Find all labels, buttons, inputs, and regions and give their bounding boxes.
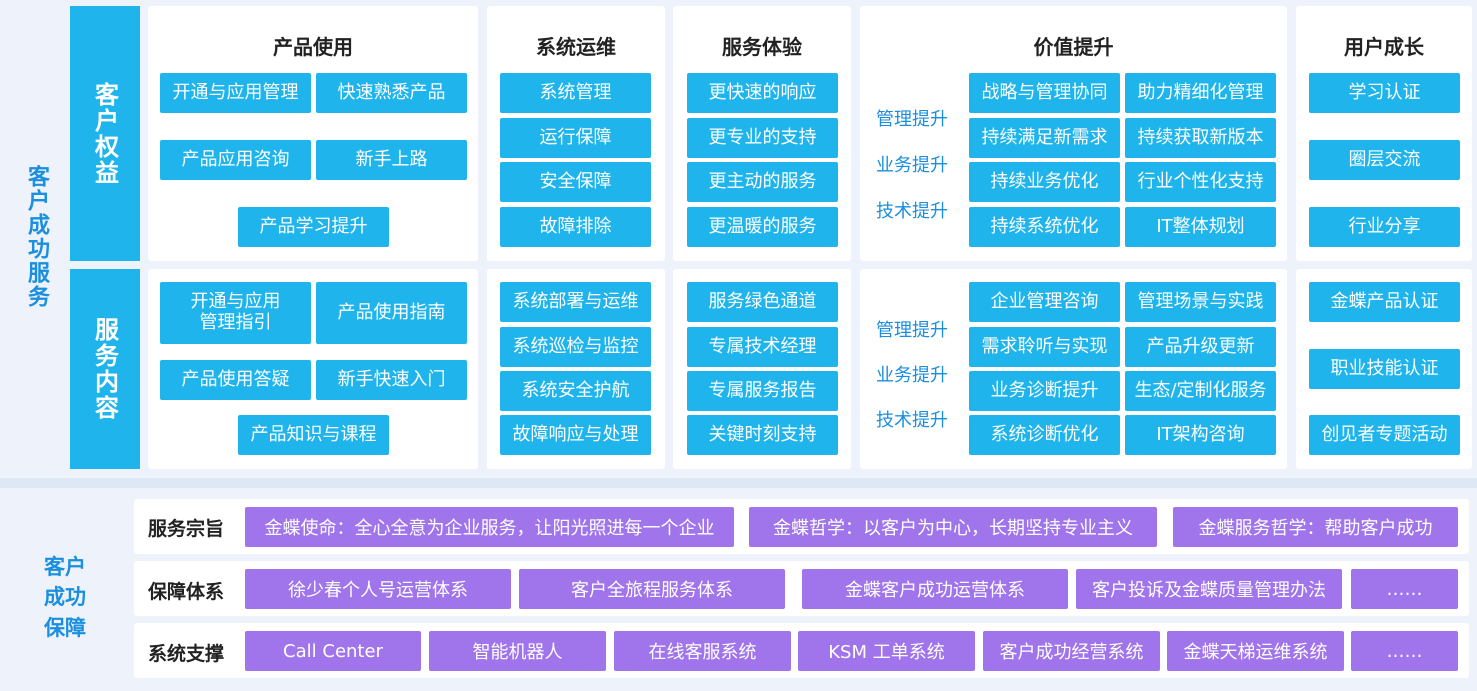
guarantee-item: 金蝶服务哲学：帮助客户成功 [1173,507,1458,547]
content-service-item: 关键时刻支持 [687,415,838,455]
content-value-item: 产品升级更新 [1125,327,1276,367]
guarantee-item: 金蝶哲学：以客户为中心，长期坚持专业主义 [749,507,1157,547]
rights-value-item: 持续业务优化 [969,162,1120,202]
rights-ops-item: 故障排除 [500,207,651,247]
rights-product-item: 产品学习提升 [238,207,389,247]
content-ops-item: 系统巡检与监控 [500,327,651,367]
rights-value-item: 行业个性化支持 [1125,162,1276,202]
guarantee-item: 客户全旅程服务体系 [519,569,785,609]
content-value-label: 业务提升 [876,365,948,386]
content-value-label: 管理提升 [876,320,948,341]
guarantee-item: 金蝶天梯运维系统 [1167,631,1344,671]
rights-value-item: 持续获取新版本 [1125,118,1276,158]
rights-value-item: 持续满足新需求 [969,118,1120,158]
guarantee-item: …… [1351,569,1458,609]
main-title: 客户成功服务 [24,165,49,309]
rights-growth-item: 圈层交流 [1309,140,1460,180]
col-title-ops: 系统运维 [536,35,616,59]
guarantee-item: KSM 工单系统 [798,631,975,671]
content-product-item: 产品知识与课程 [238,415,389,455]
rights-growth-item: 学习认证 [1309,73,1460,113]
guarantee-row-label: 保障体系 [148,581,225,603]
content-value-item: 生态/定制化服务 [1125,371,1276,411]
guarantee-item: 金蝶使命：全心全意为企业服务，让阳光照进每一个企业 [245,507,734,547]
rights-product-item: 新手上路 [316,140,467,180]
rights-ops-item: 系统管理 [500,73,651,113]
content-value-item: IT架构咨询 [1125,415,1276,455]
rights-value-label: 业务提升 [876,155,948,176]
guarantee-row-label: 服务宗旨 [148,518,225,540]
guarantee-item: …… [1351,631,1458,671]
rights-value-item: 战略与管理协同 [969,73,1120,113]
row-label-rights: 客户权益 [70,6,140,261]
rights-product-item: 开通与应用管理 [160,73,311,113]
rights-value-item: 持续系统优化 [969,207,1120,247]
guarantee-item: 客户投诉及金蝶质量管理办法 [1076,569,1342,609]
content-service-item: 服务绿色通道 [687,282,838,322]
content-value-item: 需求聆听与实现 [969,327,1120,367]
section-divider [0,478,1477,488]
guarantee-item: Call Center [245,631,421,671]
content-product-item: 新手快速入门 [316,360,467,400]
rights-value-label: 技术提升 [876,201,948,222]
rights-ops-item: 运行保障 [500,118,651,158]
content-value-item: 业务诊断提升 [969,371,1120,411]
rights-growth-item: 行业分享 [1309,207,1460,247]
rights-ops-item: 安全保障 [500,162,651,202]
content-growth-item: 金蝶产品认证 [1309,282,1460,322]
content-ops-item: 故障响应与处理 [500,415,651,455]
rights-value-label: 管理提升 [876,109,948,130]
col-title-value: 价值提升 [1033,35,1114,59]
guarantee-item: 在线客服系统 [614,631,791,671]
rights-product-item: 快速熟悉产品 [316,73,467,113]
content-value-item: 管理场景与实践 [1125,282,1276,322]
col-title-service: 服务体验 [722,35,802,59]
guarantee-row-label: 系统支撑 [148,643,225,665]
guarantee-item: 客户成功经营系统 [983,631,1160,671]
rights-service-item: 更专业的支持 [687,118,838,158]
rights-service-item: 更温暖的服务 [687,207,838,247]
content-ops-item: 系统部署与运维 [500,282,651,322]
row-label-content: 服务内容 [70,269,140,469]
col-title-growth: 用户成长 [1344,35,1424,59]
content-product-item: 产品使用答疑 [160,360,311,400]
content-growth-item: 职业技能认证 [1309,349,1460,389]
rights-value-item: IT整体规划 [1125,207,1276,247]
content-service-item: 专属服务报告 [687,371,838,411]
content-value-item: 企业管理咨询 [969,282,1120,322]
content-service-item: 专属技术经理 [687,327,838,367]
rights-service-item: 更主动的服务 [687,162,838,202]
guarantee-item: 金蝶客户成功运营体系 [802,569,1068,609]
guarantee-title: 客户 成功 保障 [44,555,86,640]
rights-value-item: 助力精细化管理 [1125,73,1276,113]
guarantee-item: 徐少春个人号运营体系 [245,569,511,609]
content-product-item: 开通与应用 管理指引 [160,282,311,344]
guarantee-item: 智能机器人 [429,631,606,671]
col-title-product: 产品使用 [273,35,353,59]
content-value-item: 系统诊断优化 [969,415,1120,455]
rights-service-item: 更快速的响应 [687,73,838,113]
content-product-item: 产品使用指南 [316,282,467,344]
content-growth-item: 创见者专题活动 [1309,415,1460,455]
rights-product-item: 产品应用咨询 [160,140,311,180]
content-value-label: 技术提升 [876,410,948,431]
content-ops-item: 系统安全护航 [500,371,651,411]
